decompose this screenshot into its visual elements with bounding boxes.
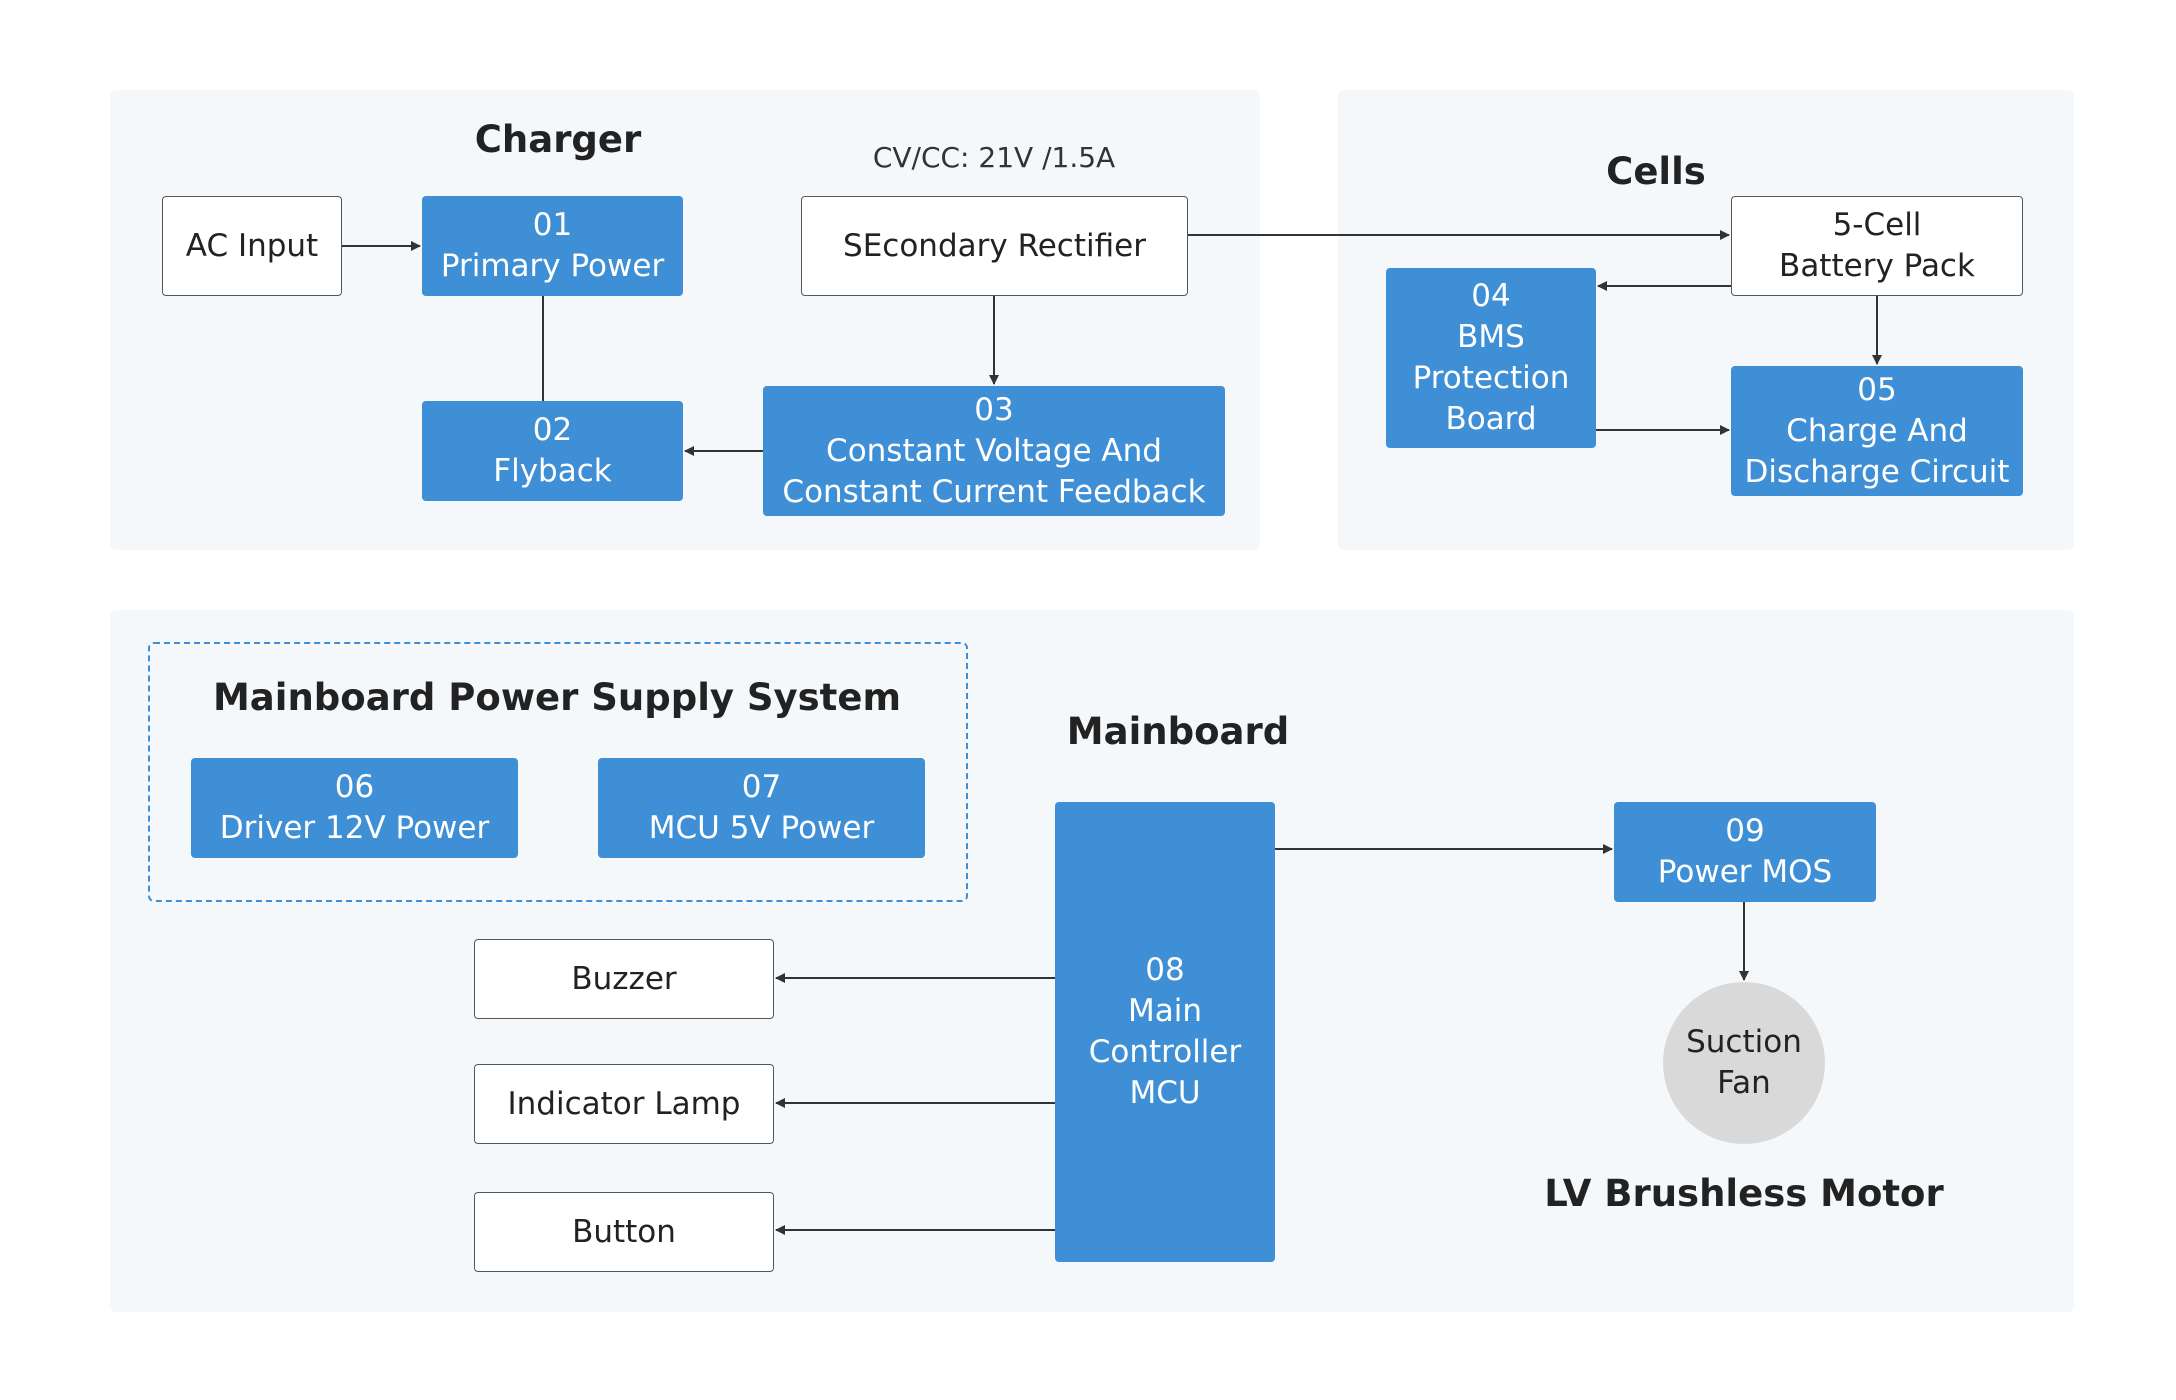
flyback-number: 02 xyxy=(532,412,573,448)
cv-cc-feedback-number: 03 xyxy=(974,391,1014,428)
button-node: Button xyxy=(474,1192,774,1272)
driver-power-number: 06 xyxy=(334,769,375,805)
cv-cc-feedback-line-2: Constant Current Feedback xyxy=(782,473,1206,510)
charge-discharge-node: 05 Charge And Discharge Circuit xyxy=(1731,366,2023,496)
primary-power-node: 01 Primary Power xyxy=(422,196,683,296)
cv-cc-feedback-node: 03 Constant Voltage And Constant Current… xyxy=(763,386,1225,516)
suction-fan-node: Suction Fan xyxy=(1663,982,1825,1144)
driver-power-label: Driver 12V Power xyxy=(219,810,490,846)
cells-title: Cells xyxy=(1606,150,1706,193)
bms-number: 04 xyxy=(1471,278,1511,314)
power-mos-node: 09 Power MOS xyxy=(1614,802,1876,902)
secondary-rectifier-label: SEcondary Rectifier xyxy=(843,227,1146,264)
main-controller-line-2: Controller xyxy=(1088,1034,1242,1070)
bms-line-2: Protection xyxy=(1412,360,1570,396)
primary-power-label: Primary Power xyxy=(440,248,665,284)
ac-input-label: AC Input xyxy=(185,227,319,264)
power-mos-number: 09 xyxy=(1725,813,1765,849)
main-controller-number: 08 xyxy=(1145,952,1185,988)
mcu-power-node: 07 MCU 5V Power xyxy=(598,758,925,858)
button-label: Button xyxy=(572,1213,676,1250)
indicator-lamp-node: Indicator Lamp xyxy=(474,1064,774,1144)
cv-cc-spec-note: CV/CC: 21V /1.5A xyxy=(872,141,1116,174)
power-mos-label: Power MOS xyxy=(1657,854,1833,890)
bms-line-3: Board xyxy=(1445,401,1537,437)
lv-brushless-motor-title: LV Brushless Motor xyxy=(1544,1172,1944,1215)
flyback-label: Flyback xyxy=(493,453,612,489)
main-controller-line-3: MCU xyxy=(1129,1075,1201,1111)
charge-discharge-line-1: Charge And xyxy=(1786,412,1968,449)
driver-power-node: 06 Driver 12V Power xyxy=(191,758,518,858)
charge-discharge-line-2: Discharge Circuit xyxy=(1744,453,2010,490)
charger-title: Charger xyxy=(474,118,642,161)
suction-fan-line-2: Fan xyxy=(1717,1065,1771,1101)
ac-input-node: AC Input xyxy=(162,196,342,296)
battery-pack-line-1: 5-Cell xyxy=(1832,207,1922,243)
battery-pack-line-2: Battery Pack xyxy=(1779,248,1975,284)
mcu-power-number: 07 xyxy=(741,769,782,805)
secondary-rectifier-node: SEcondary Rectifier xyxy=(801,196,1188,296)
cv-cc-feedback-line-1: Constant Voltage And xyxy=(826,432,1162,469)
primary-power-number: 01 xyxy=(532,207,573,243)
flyback-node: 02 Flyback xyxy=(422,401,683,501)
power-supply-title: Mainboard Power Supply System xyxy=(212,676,902,719)
mcu-power-label: MCU 5V Power xyxy=(648,810,875,846)
main-controller-node: 08 Main Controller MCU xyxy=(1055,802,1275,1262)
battery-pack-node: 5-Cell Battery Pack xyxy=(1731,196,2023,296)
suction-fan-line-1: Suction xyxy=(1686,1024,1802,1060)
mainboard-title: Mainboard xyxy=(1066,710,1290,753)
power-supply-group xyxy=(148,642,968,902)
charge-discharge-number: 05 xyxy=(1857,371,1897,408)
buzzer-label: Buzzer xyxy=(571,960,677,997)
bms-node: 04 BMS Protection Board xyxy=(1386,268,1596,448)
buzzer-node: Buzzer xyxy=(474,939,774,1019)
main-controller-line-1: Main xyxy=(1127,993,1202,1029)
bms-line-1: BMS xyxy=(1457,319,1525,355)
indicator-lamp-label: Indicator Lamp xyxy=(507,1085,741,1122)
